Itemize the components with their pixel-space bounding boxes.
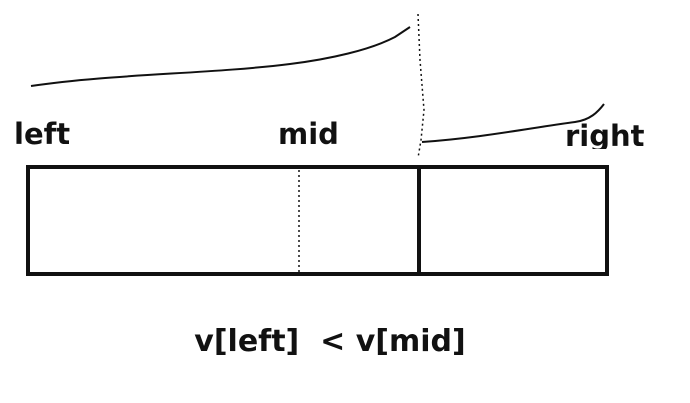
condition-caption: v[left] < v[mid] [194, 324, 466, 359]
label-mid: mid [278, 117, 339, 151]
right-segment-curve [421, 103, 605, 143]
label-left: left [14, 117, 71, 151]
pivot-dotted-line [417, 13, 425, 159]
left-segment-curve [30, 26, 411, 87]
array-box [26, 165, 609, 276]
label-right: right [565, 122, 645, 149]
